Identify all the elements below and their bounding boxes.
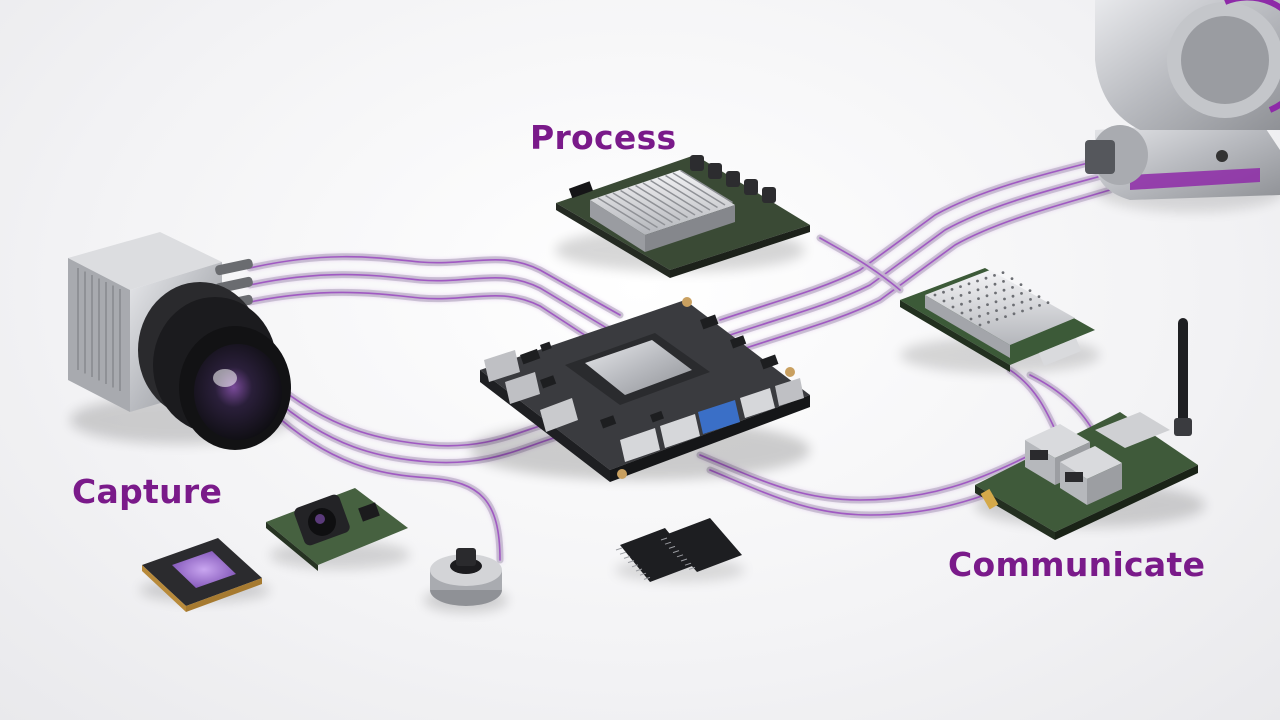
antenna-icon bbox=[1174, 318, 1192, 436]
network-module-icon bbox=[900, 268, 1100, 373]
label-capture: Capture bbox=[72, 472, 223, 511]
camera-module-icon bbox=[266, 488, 410, 571]
robot-arm-icon bbox=[1085, 0, 1280, 212]
label-process: Process bbox=[530, 118, 677, 157]
sensor-puck-icon bbox=[424, 548, 508, 612]
network-board-icon bbox=[975, 318, 1205, 540]
processor-board-icon bbox=[555, 155, 810, 278]
memory-chip-icon bbox=[615, 518, 745, 582]
main-compute-board-icon bbox=[470, 297, 810, 482]
ethernet-port-icon bbox=[1025, 424, 1122, 505]
label-communicate: Communicate bbox=[948, 545, 1206, 584]
port-row bbox=[484, 350, 804, 462]
heatsink-module-icon bbox=[590, 169, 735, 252]
industrial-camera-icon bbox=[68, 232, 291, 450]
image-sensor-icon bbox=[140, 538, 270, 612]
